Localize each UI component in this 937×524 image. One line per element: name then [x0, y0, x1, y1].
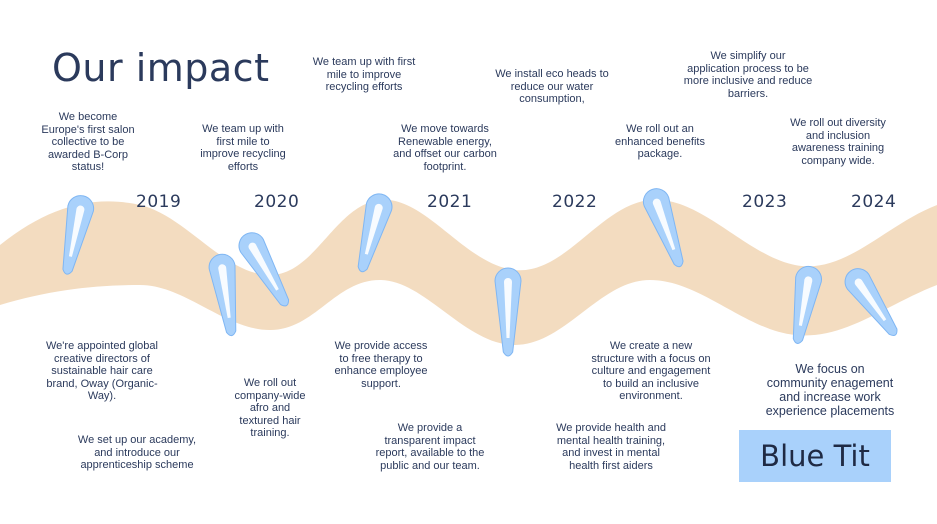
- brand-logo: Blue Tit: [739, 430, 891, 482]
- brand-label: Blue Tit: [760, 439, 870, 473]
- milestone-therapy: We provide access to free therapy to enh…: [334, 340, 428, 390]
- milestone-eco-heads: We install eco heads to reduce our water…: [495, 68, 609, 105]
- year-label-2020: 2020: [254, 192, 300, 212]
- hair-clip-icon: [357, 193, 393, 273]
- hair-clip-slot: [248, 242, 279, 291]
- milestone-mental-health: We provide health and mental health trai…: [556, 422, 666, 472]
- milestone-academy: We set up our academy, and introduce our…: [77, 434, 197, 471]
- milestone-afro-training: We roll out company-wide afro and textur…: [234, 377, 306, 439]
- milestone-community-engagement: We focus on community enagement and incr…: [765, 362, 895, 418]
- hair-clip-slot: [218, 264, 231, 318]
- milestone-benefits: We roll out an enhanced benefits package…: [615, 123, 705, 160]
- year-label-2024: 2024: [851, 192, 897, 212]
- hair-clip-slot: [652, 198, 676, 251]
- year-label-2022: 2022: [552, 192, 598, 212]
- milestone-diversity-training: We roll out diversity and inclusion awar…: [790, 117, 886, 167]
- hair-clip-icon: [62, 195, 95, 275]
- hair-clip-slot: [854, 278, 887, 322]
- hair-clip-icon: [208, 253, 237, 337]
- hair-clip-icon: [494, 267, 522, 357]
- year-label-2021: 2021: [427, 192, 473, 212]
- hair-clip-slot: [504, 278, 512, 338]
- hair-clip-icon: [844, 268, 898, 336]
- milestone-new-structure: We create a new structure with a focus o…: [591, 340, 711, 402]
- year-label-2023: 2023: [742, 192, 788, 212]
- hair-clip-icon: [792, 265, 822, 344]
- hair-clip-icon: [238, 232, 290, 307]
- clips-group: [62, 188, 898, 357]
- milestone-oway: We're appointed global creative director…: [46, 340, 158, 402]
- hair-clip-slot: [798, 276, 813, 326]
- milestone-bcorp: We become Europe's first salon collectiv…: [41, 111, 135, 173]
- hair-clip-slot: [68, 205, 85, 257]
- page-title: Our impact: [52, 46, 270, 90]
- milestone-impact-report: We provide a transparent impact report, …: [375, 422, 485, 472]
- milestone-first-mile-2020: We team up with first mile to improve re…: [200, 123, 286, 173]
- hair-clip-slot: [364, 203, 383, 255]
- hair-clip-icon: [642, 188, 684, 268]
- milestone-renewable-energy: We move towards Renewable energy, and of…: [393, 123, 497, 173]
- milestone-application-process: We simplify our application process to b…: [683, 50, 813, 100]
- year-label-2019: 2019: [136, 192, 182, 212]
- milestone-first-mile-top: We team up with first mile to improve re…: [312, 56, 416, 93]
